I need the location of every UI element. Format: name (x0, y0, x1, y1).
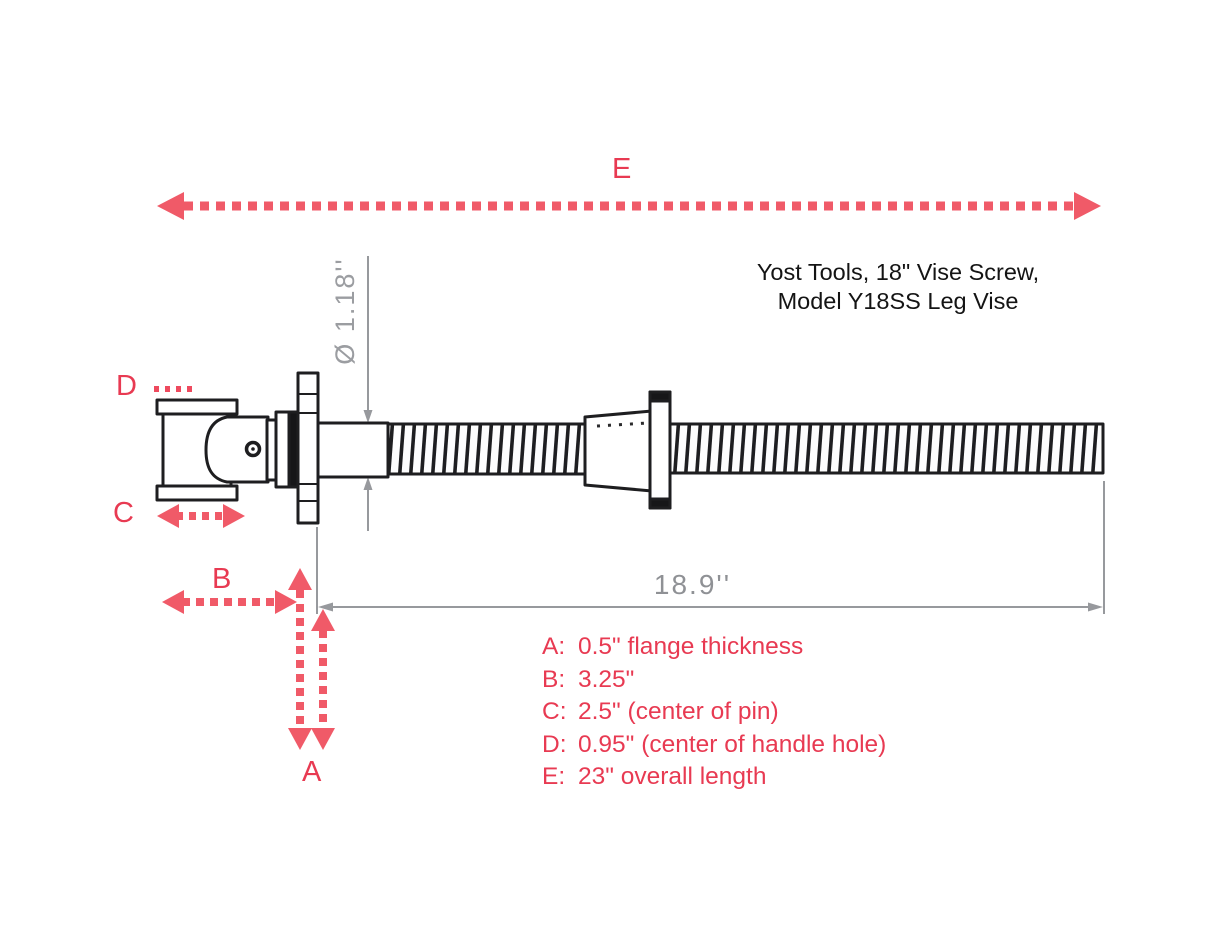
pin-center-arrow-c (157, 504, 245, 528)
title-line-1: Yost Tools, 18" Vise Screw, (756, 259, 1040, 285)
callout-label-d: D (116, 370, 138, 402)
title-block: Yost Tools, 18" Vise Screw, Model Y18SS … (698, 258, 1098, 316)
smooth-shaft (316, 421, 390, 479)
legend-item: B: 3.25" (542, 664, 886, 697)
washer-bottom-cap (648, 497, 672, 510)
diameter-dimension-label: Ø 1.18'' (330, 257, 360, 365)
callout-label-b: B (212, 563, 233, 595)
legend-text: 0.5" flange thickness (578, 633, 804, 660)
shaft-length-dimension-label: 18.9'' (653, 569, 732, 600)
flange-thickness-arrow-left-a (288, 568, 312, 750)
diameter-leader-line (363, 256, 373, 531)
pin-hole-center (251, 447, 255, 451)
hub-shoulder (204, 415, 270, 484)
legend-text: 2.5" (center of pin) (578, 698, 779, 726)
threaded-section-right (668, 422, 1105, 475)
legend-key: A: (542, 633, 566, 660)
shaft-length-dimension (316, 481, 1105, 614)
callout-label-a: A (302, 756, 323, 788)
threaded-section-left (386, 422, 587, 476)
washer-disc (648, 390, 672, 510)
flange-thickness-arrow-right-a (311, 609, 335, 750)
legend-key: D: (542, 730, 567, 758)
hub-bottom-flange (155, 484, 239, 502)
legend-text: 0.95" (center of handle hole) (578, 730, 887, 758)
title-line-2: Model Y18SS Leg Vise (777, 288, 1019, 314)
legend-item: A: 0.5" flange thickness (542, 631, 886, 664)
hub-length-arrow-b (162, 590, 297, 614)
dimension-legend: A: 0.5" flange thickness B: 3.25" C: 2.5" (… (542, 631, 886, 794)
flange-plate-lines (298, 393, 318, 502)
callout-label-e: E (612, 153, 633, 185)
legend-item: C: 2.5" (center of pin) (542, 696, 886, 729)
collar-ring-large (274, 410, 291, 489)
legend-text: 23" overall length (578, 763, 767, 791)
callout-label-c: C (113, 497, 135, 529)
legend-key: B: (542, 665, 566, 693)
washer-top-cap (648, 390, 672, 403)
legend-key: E: (542, 763, 566, 791)
legend-item: D: 0.95" (center of handle hole) (542, 729, 886, 762)
legend-key: C: (542, 698, 567, 726)
legend-item: E: 23" overall length (542, 761, 886, 794)
hub-top-flange (155, 398, 239, 416)
legend-text: 3.25" (578, 665, 635, 693)
overall-length-arrow-e (157, 192, 1101, 220)
